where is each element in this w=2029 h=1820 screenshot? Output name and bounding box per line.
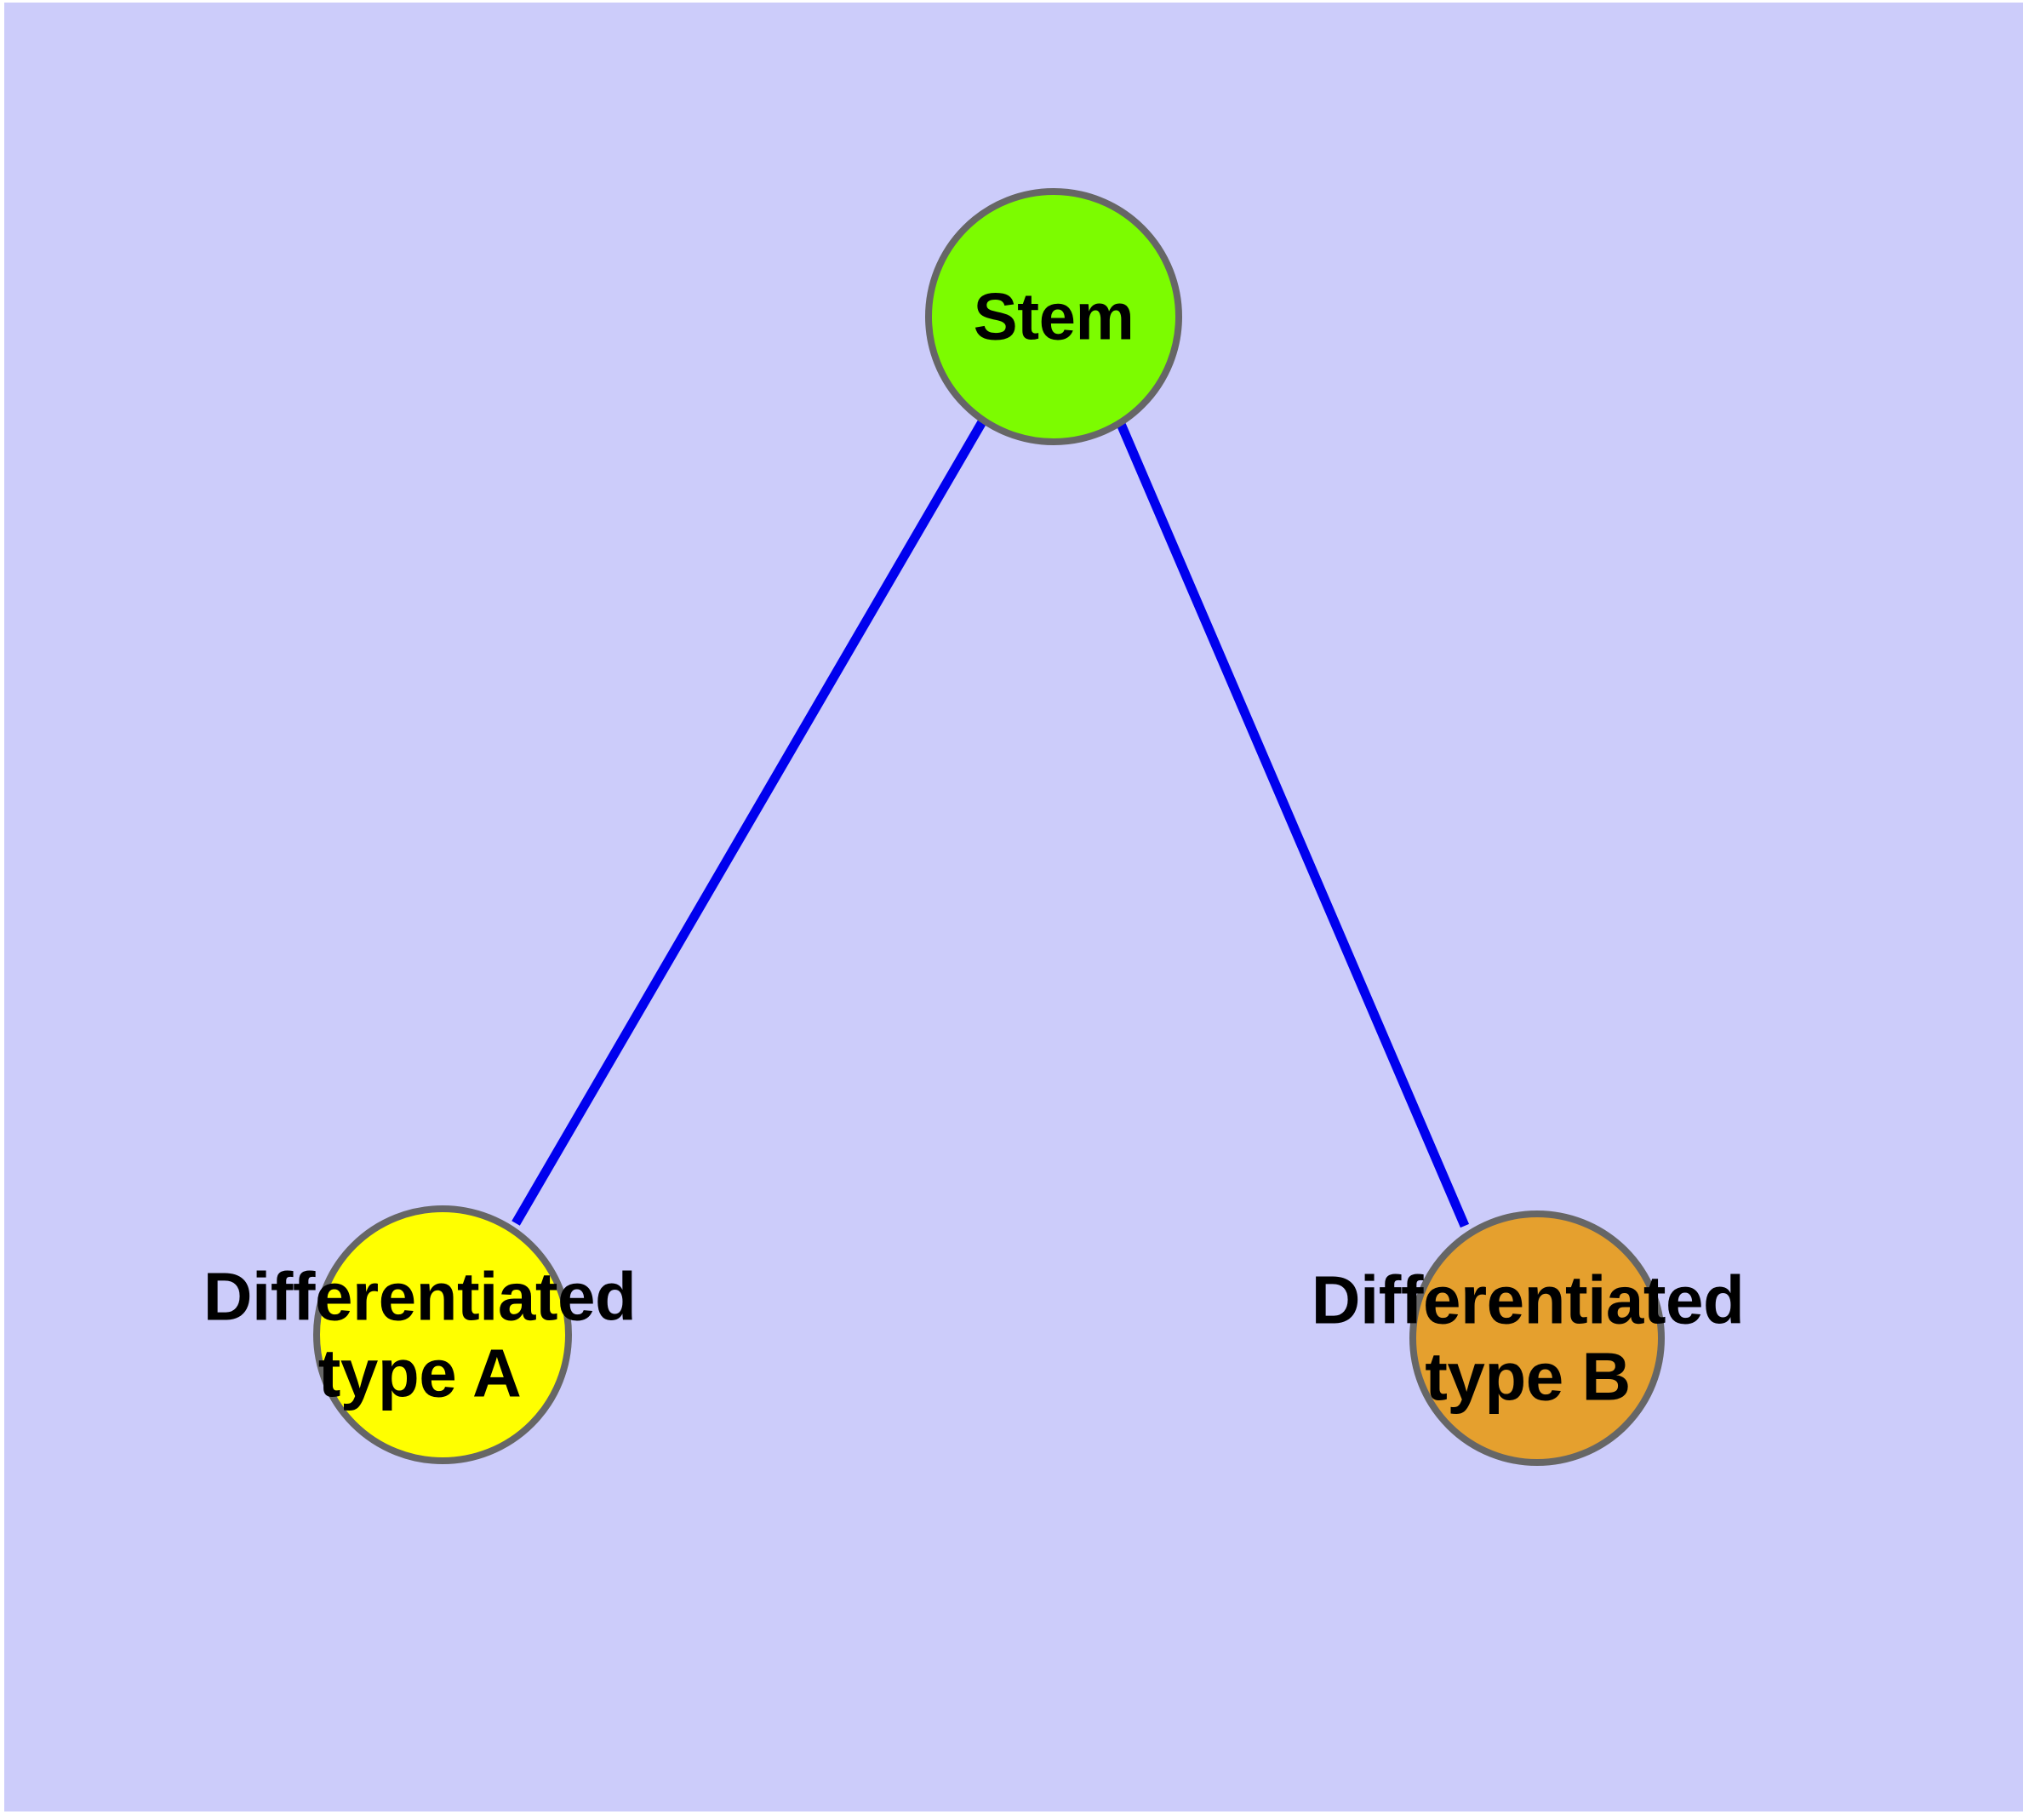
plot-background (4, 3, 2023, 1811)
